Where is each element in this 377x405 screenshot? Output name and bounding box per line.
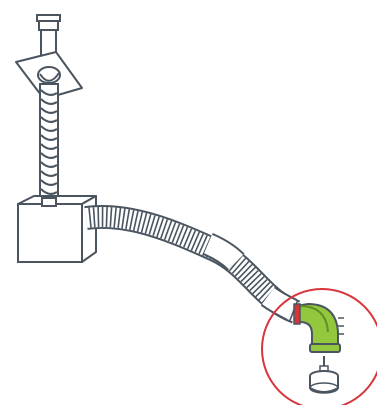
box-icon — [18, 196, 96, 262]
hose-rib — [106, 207, 107, 227]
adapter-icon — [310, 356, 338, 393]
elbow-icon — [294, 304, 344, 352]
corrugated-hose-icon — [86, 207, 297, 321]
flexible-liner-icon — [40, 84, 58, 208]
hose-rib — [98, 207, 99, 227]
